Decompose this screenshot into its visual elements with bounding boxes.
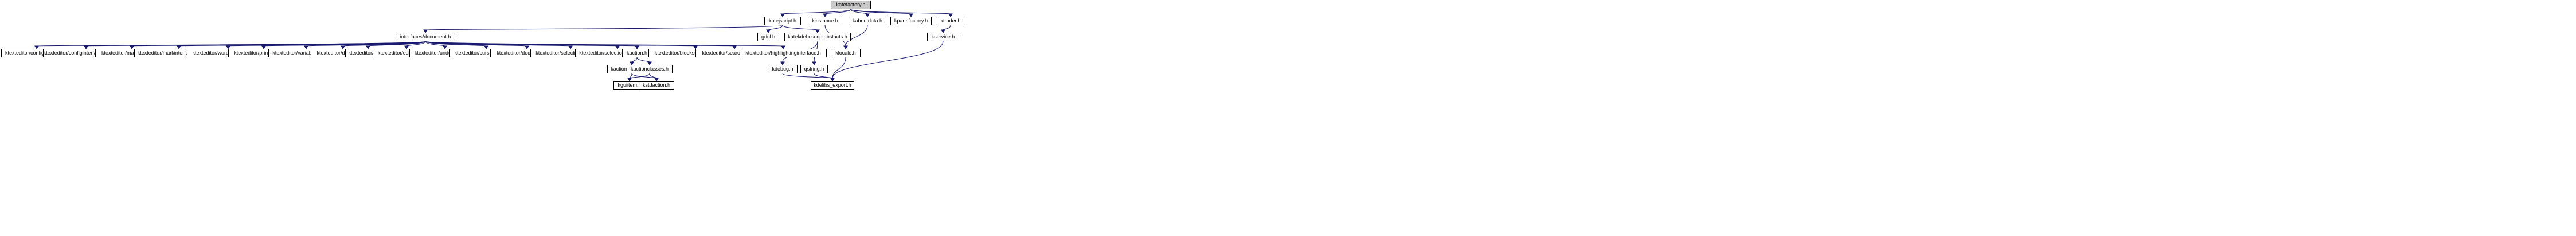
edge-ifacedocument-to-ktexteditorconfiginterface: [36, 41, 426, 47]
graph-node-kinstance[interactable]: kinstance.h: [808, 17, 842, 25]
graph-node-kdebug[interactable]: kdebug.h: [768, 65, 798, 73]
edge-ifacedocument-to-ktexteditorsearchinterface: [425, 41, 735, 47]
graph-node-kactionclasses[interactable]: kactionclasses.h: [627, 65, 673, 73]
edge-kaction-to-kactioncollection: [631, 57, 638, 63]
edge-ifacedocument-to-ktexteditorconfiginterfaceextension: [85, 41, 426, 47]
edge-ifacedocument-to-ktexteditorblockselectioninterface: [425, 41, 696, 47]
edge-ifacedocument-to-ktexteditorselectionintefaceext: [425, 41, 618, 47]
edge-kdebug-to-kdelibs_export: [782, 73, 833, 79]
edge-kactionclasses-to-kguiitem: [629, 73, 650, 79]
edge-ifacedocument-to-ktexteditormarkinterface: [131, 41, 426, 47]
edge-ifacedocument-to-ktexteditorcursorinterface: [425, 41, 487, 47]
edge-katefactory-to-kinstance: [824, 9, 851, 14]
edge-katejscript-to-katekdebcscriptabstacts: [782, 25, 818, 30]
edge-katefactory-to-kaboutdata: [850, 9, 868, 14]
graph-node-ktrader[interactable]: ktrader.h: [936, 17, 965, 25]
graph-node-ifacedocument[interactable]: interfaces/document.h: [396, 33, 455, 41]
edge-kactioncollection-to-kstdaction: [631, 73, 657, 79]
edge-kactioncollection-to-kguiitem: [629, 73, 632, 79]
edge-ifacedocument-to-ktexteditorselectioninterface: [425, 41, 571, 47]
edge-katefactory-to-kpartsfactory: [850, 9, 912, 14]
graph-node-katejscript[interactable]: katejscript.h: [764, 17, 801, 25]
edge-ifacedocument-to-ktexteditorvariableinterface: [306, 41, 426, 47]
graph-node-kpartsfactory[interactable]: kpartsfactory.h: [890, 17, 932, 25]
edge-ifacedocument-to-ktexteditorwordwrapinterface: [228, 41, 426, 47]
edge-klocale-to-kdelibs_export: [832, 57, 846, 79]
edge-ifacedocument-to-ktexteditordocument: [342, 41, 426, 47]
graph-node-katefactory[interactable]: katefactory.h: [831, 1, 871, 9]
edge-ifacedocument-to-ktexteditordocumentinfo: [425, 41, 527, 47]
edge-katefactory-to-ktrader: [850, 9, 951, 14]
graph-node-katekdebcscriptabstacts[interactable]: katekdebcscriptabstacts.h: [784, 33, 851, 41]
graph-node-kdelibs_export[interactable]: kdelibs_export.h: [811, 81, 854, 90]
graph-node-kaction[interactable]: kaction.h: [622, 49, 652, 57]
edge-ktrader-to-kservice: [943, 25, 951, 30]
edge-ifacedocument-to-ktexteditorhighlightinginterface: [425, 41, 784, 47]
edge-qstring-to-kdelibs_export: [814, 73, 833, 79]
edge-ifacedocument-to-kaction: [425, 41, 638, 47]
graph-node-gdcl[interactable]: gdcl.h: [757, 33, 779, 41]
graph-node-ktexteditorhighlightinginterface[interactable]: ktexteditor/highlightinginterface.h: [740, 49, 827, 57]
edge-ifacedocument-to-ktexteditorview: [368, 41, 426, 47]
graph-node-kaboutdata[interactable]: kaboutdata.h: [849, 17, 886, 25]
graph-node-kstdaction[interactable]: kstdaction.h: [639, 81, 674, 90]
graph-node-klocale[interactable]: klocale.h: [831, 49, 861, 57]
edge-ifacedocument-to-ktexteditoreditinterface: [406, 41, 426, 47]
edge-ifacedocument-to-ktexteditorundointerface: [425, 41, 445, 47]
graph-node-kservice[interactable]: kservice.h: [927, 33, 959, 41]
edge-ifacedocument-to-ktexteditorprintinterface: [263, 41, 426, 47]
edge-kaction-to-kactionclasses: [636, 57, 650, 63]
edge-kservice-to-kdelibs_export: [832, 41, 944, 79]
edge-katejscript-to-gdcl: [768, 25, 783, 30]
edge-ifacedocument-to-ktexteditormarkinterfaceextension: [178, 41, 426, 47]
edge-katefactory-to-katejscript: [782, 9, 851, 14]
edge-kactionclasses-to-kstdaction: [649, 73, 657, 79]
graph-node-qstring[interactable]: qstring.h: [800, 65, 828, 73]
edge-katejscript-to-ifacedocument: [425, 25, 783, 30]
